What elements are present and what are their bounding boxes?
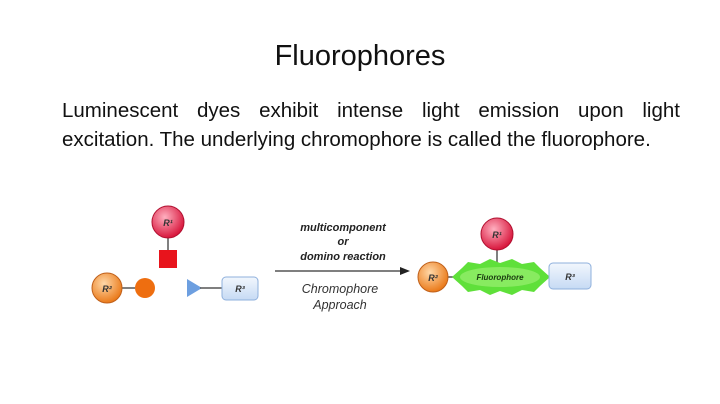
arrow-label-3: domino reaction [300, 251, 386, 263]
product-r3-label: R³ [565, 272, 575, 282]
slide-body-text: Luminescent dyes exhibit intense light e… [62, 99, 680, 151]
approach-label-1: Chromophore [302, 282, 378, 296]
fluorophore-label: Fluorophore [476, 273, 524, 282]
r2-sphere [91, 272, 123, 304]
arrow-label-1: multicomponent [300, 222, 387, 234]
r3-label: R³ [235, 284, 245, 294]
approach-label-2: Approach [312, 298, 367, 312]
product-r2-label: R² [428, 273, 438, 283]
product-r1-label: R¹ [492, 230, 502, 240]
r1-label: R¹ [163, 218, 173, 228]
product-r3-box [548, 262, 592, 290]
r3-box [221, 276, 259, 301]
blue-triangle [187, 279, 202, 297]
r2-label: R² [102, 284, 112, 294]
slide-title: Fluorophores [274, 40, 446, 72]
product-r2-sphere [417, 261, 449, 293]
arrow-head [400, 267, 410, 275]
arrow-label-2: or [338, 236, 350, 248]
r1-sphere [151, 205, 185, 239]
red-square [159, 250, 177, 268]
product-r1-sphere [480, 217, 514, 251]
orange-dot [135, 278, 155, 298]
